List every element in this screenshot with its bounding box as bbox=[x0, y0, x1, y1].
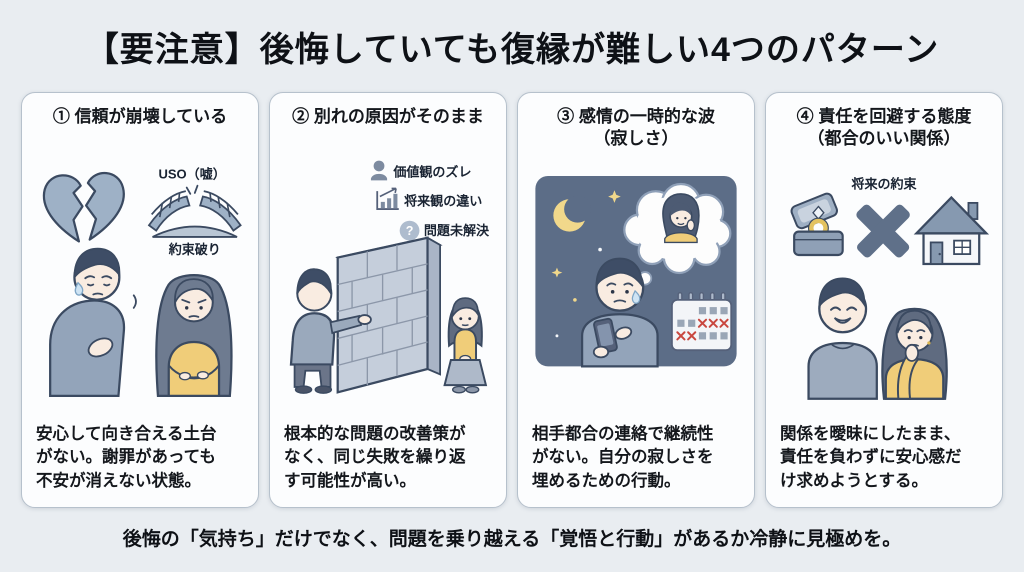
pattern-card-cause-remains: ② 別れの原因がそのまま 価値観のズレ 将来観の違い bbox=[269, 92, 507, 508]
standing-woman-figure bbox=[443, 297, 488, 394]
card-title-3-line2: （寂しさ） bbox=[593, 129, 679, 149]
pattern-card-trust-collapsed: ① 信頼が崩壊している USO（嘘） 約束破り bbox=[21, 92, 259, 508]
card-description-1: 安心して向き合える土台 がない。謝罪があっても 不安が消えない状態。 bbox=[36, 424, 217, 490]
ring-box-icon bbox=[790, 192, 844, 256]
smartphone-icon bbox=[593, 317, 618, 354]
cross-icon bbox=[856, 204, 910, 258]
card-title-2: ② 別れの原因がそのまま bbox=[282, 106, 494, 128]
sweat-drop bbox=[631, 289, 641, 304]
avoid-responsibility-illustration: 将来の約束 bbox=[778, 154, 990, 419]
sweat-drop bbox=[74, 282, 84, 297]
card-title-4-line2: （都合のいい関係） bbox=[807, 129, 961, 149]
future-promise-label: 将来の約束 bbox=[850, 176, 917, 191]
card-title-4: ④ 責任を回避する態度 （都合のいい関係） bbox=[778, 106, 990, 151]
smiling-man-figure bbox=[807, 277, 878, 400]
pattern-card-temporary-wave: ③ 感情の一時的な波 （寂しさ） bbox=[517, 92, 755, 508]
broken-heart-icon bbox=[42, 172, 125, 243]
cause-remains-illustration: 価値観のズレ 将来観の違い ? 問題未解決 bbox=[282, 131, 494, 418]
lie-label: USO（嘘） bbox=[158, 167, 225, 182]
thinking-woman-figure bbox=[881, 307, 948, 400]
house-icon bbox=[913, 195, 990, 265]
crossed-arms-woman-figure bbox=[155, 274, 233, 398]
trust-collapsed-illustration: USO（嘘） 約束破り bbox=[34, 131, 246, 418]
card-title-2-line1: ② 別れの原因がそのまま bbox=[292, 107, 484, 126]
pattern-card-avoid-responsibility: ④ 責任を回避する態度 （都合のいい関係） 将来の約束 bbox=[765, 92, 1003, 508]
card-title-1: ① 信頼が崩壊している bbox=[34, 106, 246, 128]
card-description-4: 関係を曖昧にしたまま、 責任を負わずに安心感だ け求めようとする。 bbox=[780, 424, 962, 490]
gesturing-man-figure bbox=[289, 268, 372, 395]
calendar-icon bbox=[671, 291, 733, 351]
temporary-wave-illustration bbox=[530, 154, 742, 419]
card-title-4-line1: ④ 責任を回避する態度 bbox=[796, 107, 972, 126]
svg-text:?: ? bbox=[406, 225, 414, 239]
broken-bridge-icon bbox=[147, 185, 242, 239]
pattern-cards-row: ① 信頼が崩壊している USO（嘘） 約束破り bbox=[21, 92, 1003, 508]
future-view-label: 将来観の違い bbox=[403, 194, 482, 209]
values-gap-label: 価値観のズレ bbox=[392, 165, 471, 180]
card-title-3: ③ 感情の一時的な波 （寂しさ） bbox=[530, 106, 742, 151]
question-icon: ? bbox=[399, 221, 420, 241]
unsolved-problem-label: 問題未解決 bbox=[424, 224, 490, 239]
lonely-man-figure bbox=[580, 257, 659, 368]
thought-bubble bbox=[623, 182, 732, 295]
apologizing-man-figure bbox=[49, 248, 137, 398]
person-icon bbox=[370, 161, 388, 181]
remembered-woman-figure bbox=[662, 192, 700, 243]
card-description-3: 相手都合の連絡で継続性 がない。自分の寂しさを 埋めるための行動。 bbox=[532, 424, 714, 490]
bar-chart-icon bbox=[376, 188, 399, 211]
brick-wall bbox=[335, 236, 443, 395]
card-title-1-line1: ① 信頼が崩壊している bbox=[52, 107, 228, 126]
card-description-2: 根本的な問題の改善策が なく、同じ失敗を繰り返 す可能性が高い。 bbox=[284, 424, 466, 490]
card-title-3-line1: ③ 感情の一時的な波 bbox=[557, 107, 715, 126]
calendar-x-marks bbox=[676, 318, 729, 341]
broken-promise-label: 約束破り bbox=[168, 242, 221, 257]
moon-icon bbox=[553, 195, 592, 232]
page-footer-note: 後悔の「気持ち」だけでなく、問題を乗り越える「覚悟と行動」があるか冷静に見極めを… bbox=[122, 529, 902, 550]
earring bbox=[927, 341, 931, 345]
page-title: 【要注意】後悔していても復縁が難しい4つのパターン bbox=[84, 31, 940, 69]
